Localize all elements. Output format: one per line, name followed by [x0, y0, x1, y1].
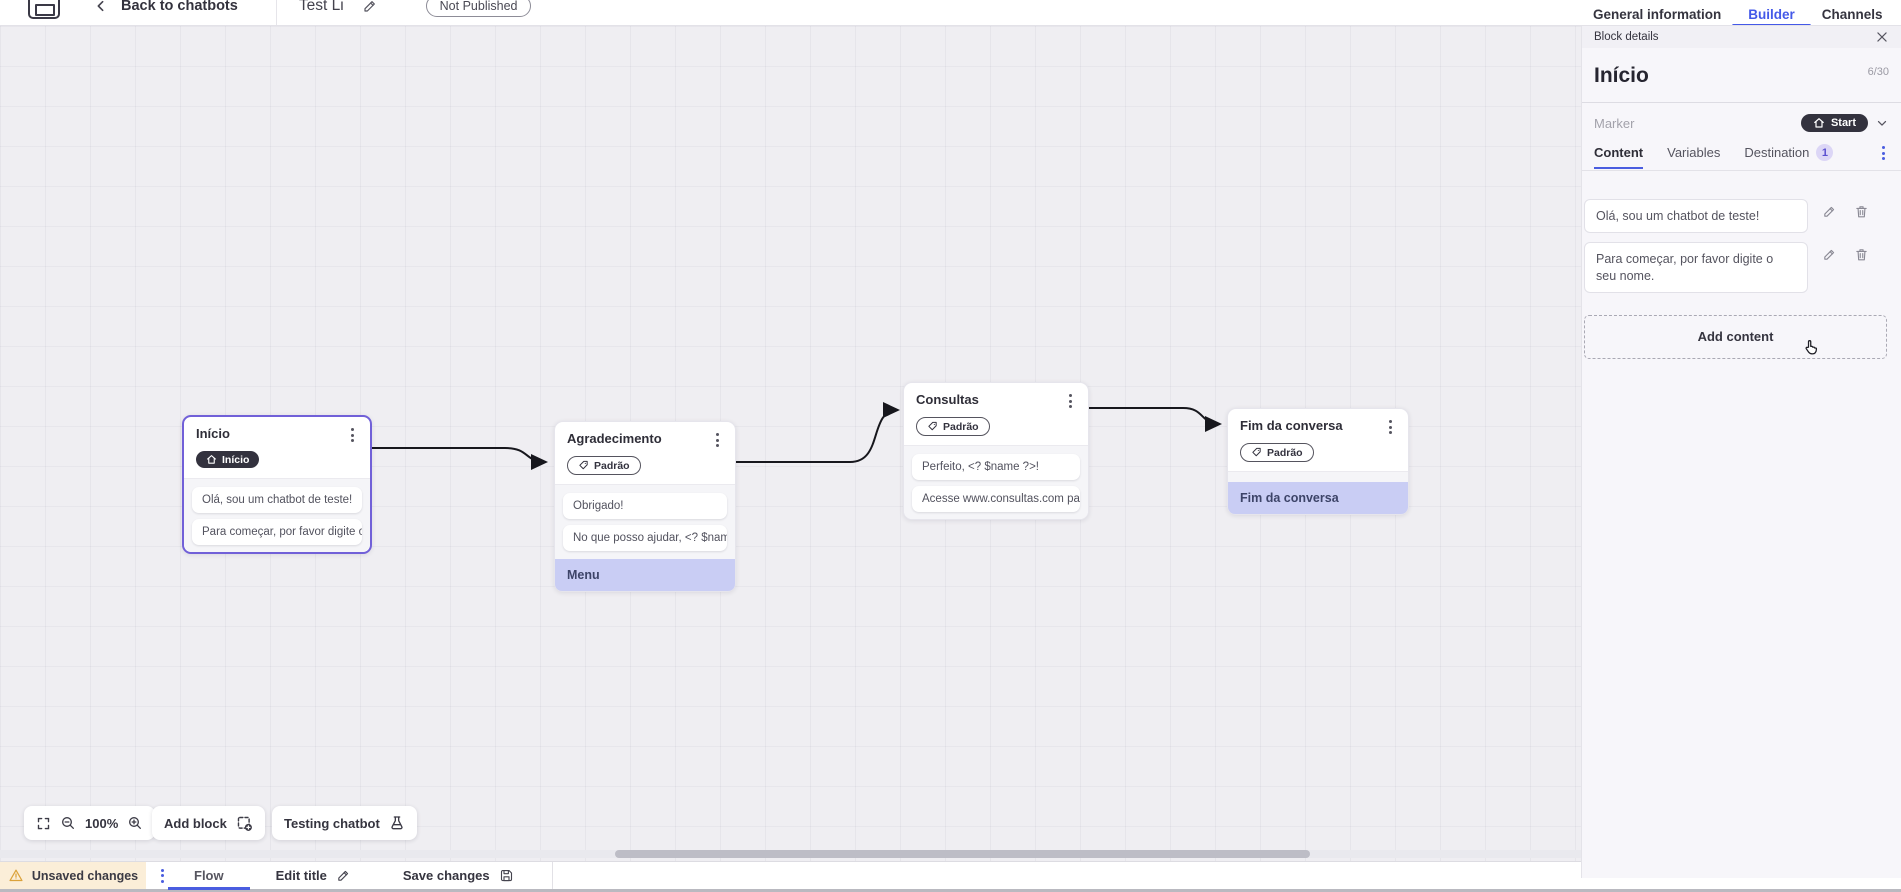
marker-start-pill[interactable]: Start	[1800, 114, 1868, 132]
header-divider	[275, 0, 277, 25]
app-logo-icon[interactable]	[28, 0, 60, 19]
tag-icon	[1252, 447, 1261, 457]
zoom-level: 100%	[85, 815, 119, 831]
warning-icon	[9, 869, 23, 882]
block-end-row[interactable]: Fim da conversa	[1228, 482, 1408, 514]
block-title: Início	[196, 426, 230, 441]
block-content-item[interactable]: Olá, sou um chatbot de teste!	[192, 487, 362, 513]
tab-variables[interactable]: Variables	[1667, 145, 1721, 160]
block-title: Fim da conversa	[1240, 418, 1343, 433]
block-title: Consultas	[916, 392, 979, 407]
hand-pointer-cursor-icon	[1801, 338, 1820, 357]
content-text-card[interactable]: Para começar, por favor digite o seu nom…	[1584, 242, 1808, 293]
back-chevron-icon[interactable]	[93, 0, 109, 14]
trash-icon[interactable]	[1854, 204, 1869, 219]
block-content-item[interactable]: Perfeito, <? $name ?>!	[912, 454, 1080, 480]
block-tag-padrao: Padrão	[916, 417, 990, 436]
flow-block-inicio[interactable]: Início Início Olá, sou um chatbot de tes…	[182, 415, 372, 554]
marker-label: Marker	[1594, 115, 1635, 131]
home-icon	[1814, 118, 1824, 128]
fullscreen-icon[interactable]	[36, 816, 51, 831]
tab-destination[interactable]: Destination 1	[1744, 144, 1834, 170]
chevron-down-icon[interactable]	[1875, 116, 1889, 130]
tab-flow[interactable]: Flow	[168, 862, 250, 890]
block-content-item[interactable]: Obrigado!	[563, 493, 727, 519]
tab-builder[interactable]: Builder	[1732, 7, 1811, 25]
flow-canvas[interactable]: Início Início Olá, sou um chatbot de tes…	[0, 26, 1581, 861]
flask-icon	[389, 815, 405, 831]
panel-title: Block details	[1594, 31, 1659, 43]
block-menu-icon[interactable]	[1385, 418, 1396, 436]
content-item-row: Olá, sou um chatbot de teste!	[1584, 199, 1887, 234]
testing-chatbot-button[interactable]: Testing chatbot	[272, 806, 417, 840]
canvas-horizontal-scrollbar[interactable]	[0, 850, 1581, 858]
flow-block-fim-da-conversa[interactable]: Fim da conversa Padrão Fim da conversa	[1227, 408, 1409, 515]
zoom-in-icon[interactable]	[127, 815, 143, 831]
tab-content[interactable]: Content	[1594, 145, 1644, 169]
block-content-item[interactable]: No que posso ajudar, <? $name …	[563, 525, 727, 551]
block-tag-start: Início	[196, 451, 260, 468]
destination-count-badge: 1	[1816, 144, 1834, 161]
char-counter: 6/30	[1867, 66, 1889, 78]
content-item-row: Para começar, por favor digite o seu nom…	[1584, 242, 1887, 293]
flow-block-agradecimento[interactable]: Agradecimento Padrão Obrigado! No que po…	[554, 421, 736, 592]
builder-nav-tabs: General information Builder Channels	[1581, 0, 1901, 25]
add-content-button[interactable]: Add content	[1584, 314, 1887, 359]
block-menu-icon[interactable]	[712, 431, 723, 449]
tab-general-information[interactable]: General information	[1593, 7, 1722, 22]
zoom-out-icon[interactable]	[60, 815, 76, 831]
canvas-zoom-controls: 100%	[24, 806, 156, 840]
scrollbar-thumb[interactable]	[615, 850, 1310, 858]
back-to-chatbots-link[interactable]: Back to chatbots	[121, 0, 238, 14]
edit-title-button[interactable]: Edit title	[250, 862, 377, 889]
content-text-card[interactable]: Olá, sou um chatbot de teste!	[1584, 199, 1808, 234]
edit-title-pencil-icon[interactable]	[362, 0, 378, 14]
edit-pencil-icon[interactable]	[1822, 204, 1837, 219]
trash-icon[interactable]	[1854, 247, 1869, 262]
block-name-input[interactable]: Início	[1594, 64, 1649, 87]
block-title: Agradecimento	[567, 431, 662, 446]
bottom-bar: Unsaved changes Flow Edit title Save cha…	[0, 861, 1901, 892]
top-header: Back to chatbots Test Li Not Published G…	[0, 0, 1901, 26]
unsaved-changes-indicator: Unsaved changes	[0, 862, 146, 889]
bottom-bar-menu-icon[interactable]	[157, 867, 168, 885]
tag-icon	[579, 460, 588, 470]
panel-tabs: Content Variables Destination 1	[1582, 136, 1901, 171]
block-content-item[interactable]: Acesse www.consultas.com par…	[912, 486, 1080, 512]
block-details-panel: Block details Início 6/30 Marker Start C…	[1581, 26, 1901, 878]
tag-icon	[928, 421, 937, 431]
home-icon	[207, 455, 216, 464]
block-menu-icon[interactable]	[347, 426, 358, 444]
save-icon	[500, 869, 512, 882]
add-block-button[interactable]: Add block	[152, 806, 265, 840]
edit-pencil-icon[interactable]	[1822, 247, 1837, 262]
save-changes-button[interactable]: Save changes	[377, 862, 540, 889]
chatbot-title[interactable]: Test Li	[298, 0, 344, 14]
bottom-bar-divider	[551, 862, 553, 889]
pencil-icon	[338, 870, 349, 881]
close-icon[interactable]	[1875, 30, 1889, 44]
tab-channels[interactable]: Channels	[1821, 7, 1883, 22]
block-menu-row[interactable]: Menu	[555, 559, 735, 591]
block-content-item[interactable]: Para começar, por favor digite o …	[192, 519, 362, 545]
block-menu-icon[interactable]	[1065, 392, 1076, 410]
panel-menu-icon[interactable]	[1878, 144, 1889, 162]
flow-block-consultas[interactable]: Consultas Padrão Perfeito, <? $name ?>! …	[903, 382, 1089, 520]
block-tag-padrao: Padrão	[1240, 443, 1314, 462]
add-block-icon	[236, 815, 253, 832]
status-badge: Not Published	[425, 0, 532, 17]
block-tag-padrao: Padrão	[567, 456, 641, 475]
